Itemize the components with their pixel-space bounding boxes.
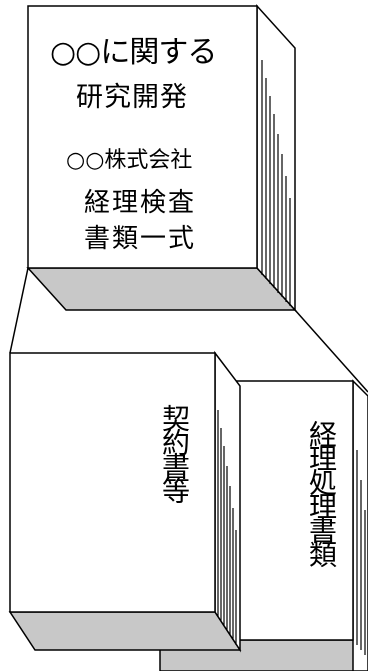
left-binder-cover	[9, 352, 216, 613]
top-binder-company: ○○株式会社	[66, 148, 193, 173]
top-binder-pages	[261, 60, 291, 306]
right-binder-label: 経理処理書類	[305, 420, 338, 564]
left-binder-pages	[217, 410, 237, 645]
left-binder	[8, 350, 242, 653]
top-binder-cover	[27, 5, 258, 269]
top-binder-line4: 経理検査	[84, 188, 197, 218]
top-binder	[26, 4, 297, 312]
top-binder-title-line1: ○○に関する	[50, 35, 217, 70]
connector-right	[294, 309, 368, 393]
top-binder-line5: 書類一式	[84, 224, 197, 254]
top-binder-title-line2: 研究開発	[76, 82, 188, 113]
connector-left	[9, 267, 29, 354]
right-binder-pages	[356, 450, 366, 655]
left-binder-label: 契約書等	[158, 404, 191, 500]
